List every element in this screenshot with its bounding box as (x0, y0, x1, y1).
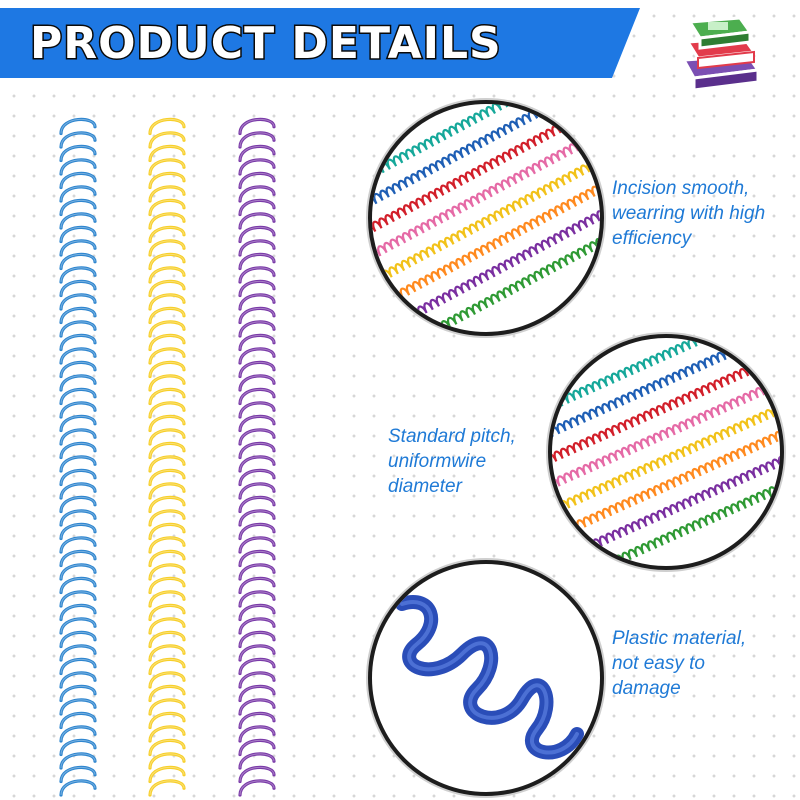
coil-strand (372, 104, 600, 244)
coil-strand (372, 170, 600, 332)
spiral-spring (148, 117, 186, 797)
stacked-books-icon (681, 16, 761, 92)
caption-line: wearring with high (612, 203, 766, 224)
caption-line: diameter (388, 476, 462, 497)
caption-pitch: Standard pitch, uniformwire diameter (388, 424, 516, 499)
coil-strand (552, 443, 780, 566)
spiral-springs-image (59, 117, 276, 797)
caption-line: Standard pitch, (388, 426, 516, 447)
blue-spiral-coil-closeup (395, 595, 584, 760)
caption-line: damage (612, 678, 681, 699)
multicolor-spiral-coils-closeup (372, 104, 600, 332)
caption-line: Incision smooth, (612, 178, 750, 199)
coil-strand (372, 104, 600, 223)
coil-strand (552, 377, 780, 535)
caption-material: Plastic material, not easy to damage (612, 626, 746, 701)
closeup-circle-incision (368, 100, 604, 336)
caption-line: uniformwire (388, 451, 487, 472)
banner-background (0, 8, 640, 78)
closeup-circle-pitch (548, 334, 784, 570)
caption-line: Plastic material, (612, 628, 747, 649)
multicolor-spiral-coils-pitch-closeup (552, 338, 780, 566)
header-banner: PRODUCT DETAILS (0, 8, 640, 78)
coil-strand (372, 107, 600, 287)
coil-strand (552, 338, 780, 447)
coil-strand (372, 128, 600, 308)
spiral-spring (59, 117, 97, 797)
caption-line: efficiency (612, 228, 692, 249)
page-title: PRODUCT DETAILS (29, 17, 503, 71)
caption-incision: Incision smooth, wearring with high effi… (612, 176, 765, 251)
closeup-circle-material (368, 560, 604, 796)
caption-line: not easy to (612, 653, 705, 674)
spiral-spring (238, 117, 276, 797)
coil-strand (552, 355, 780, 513)
